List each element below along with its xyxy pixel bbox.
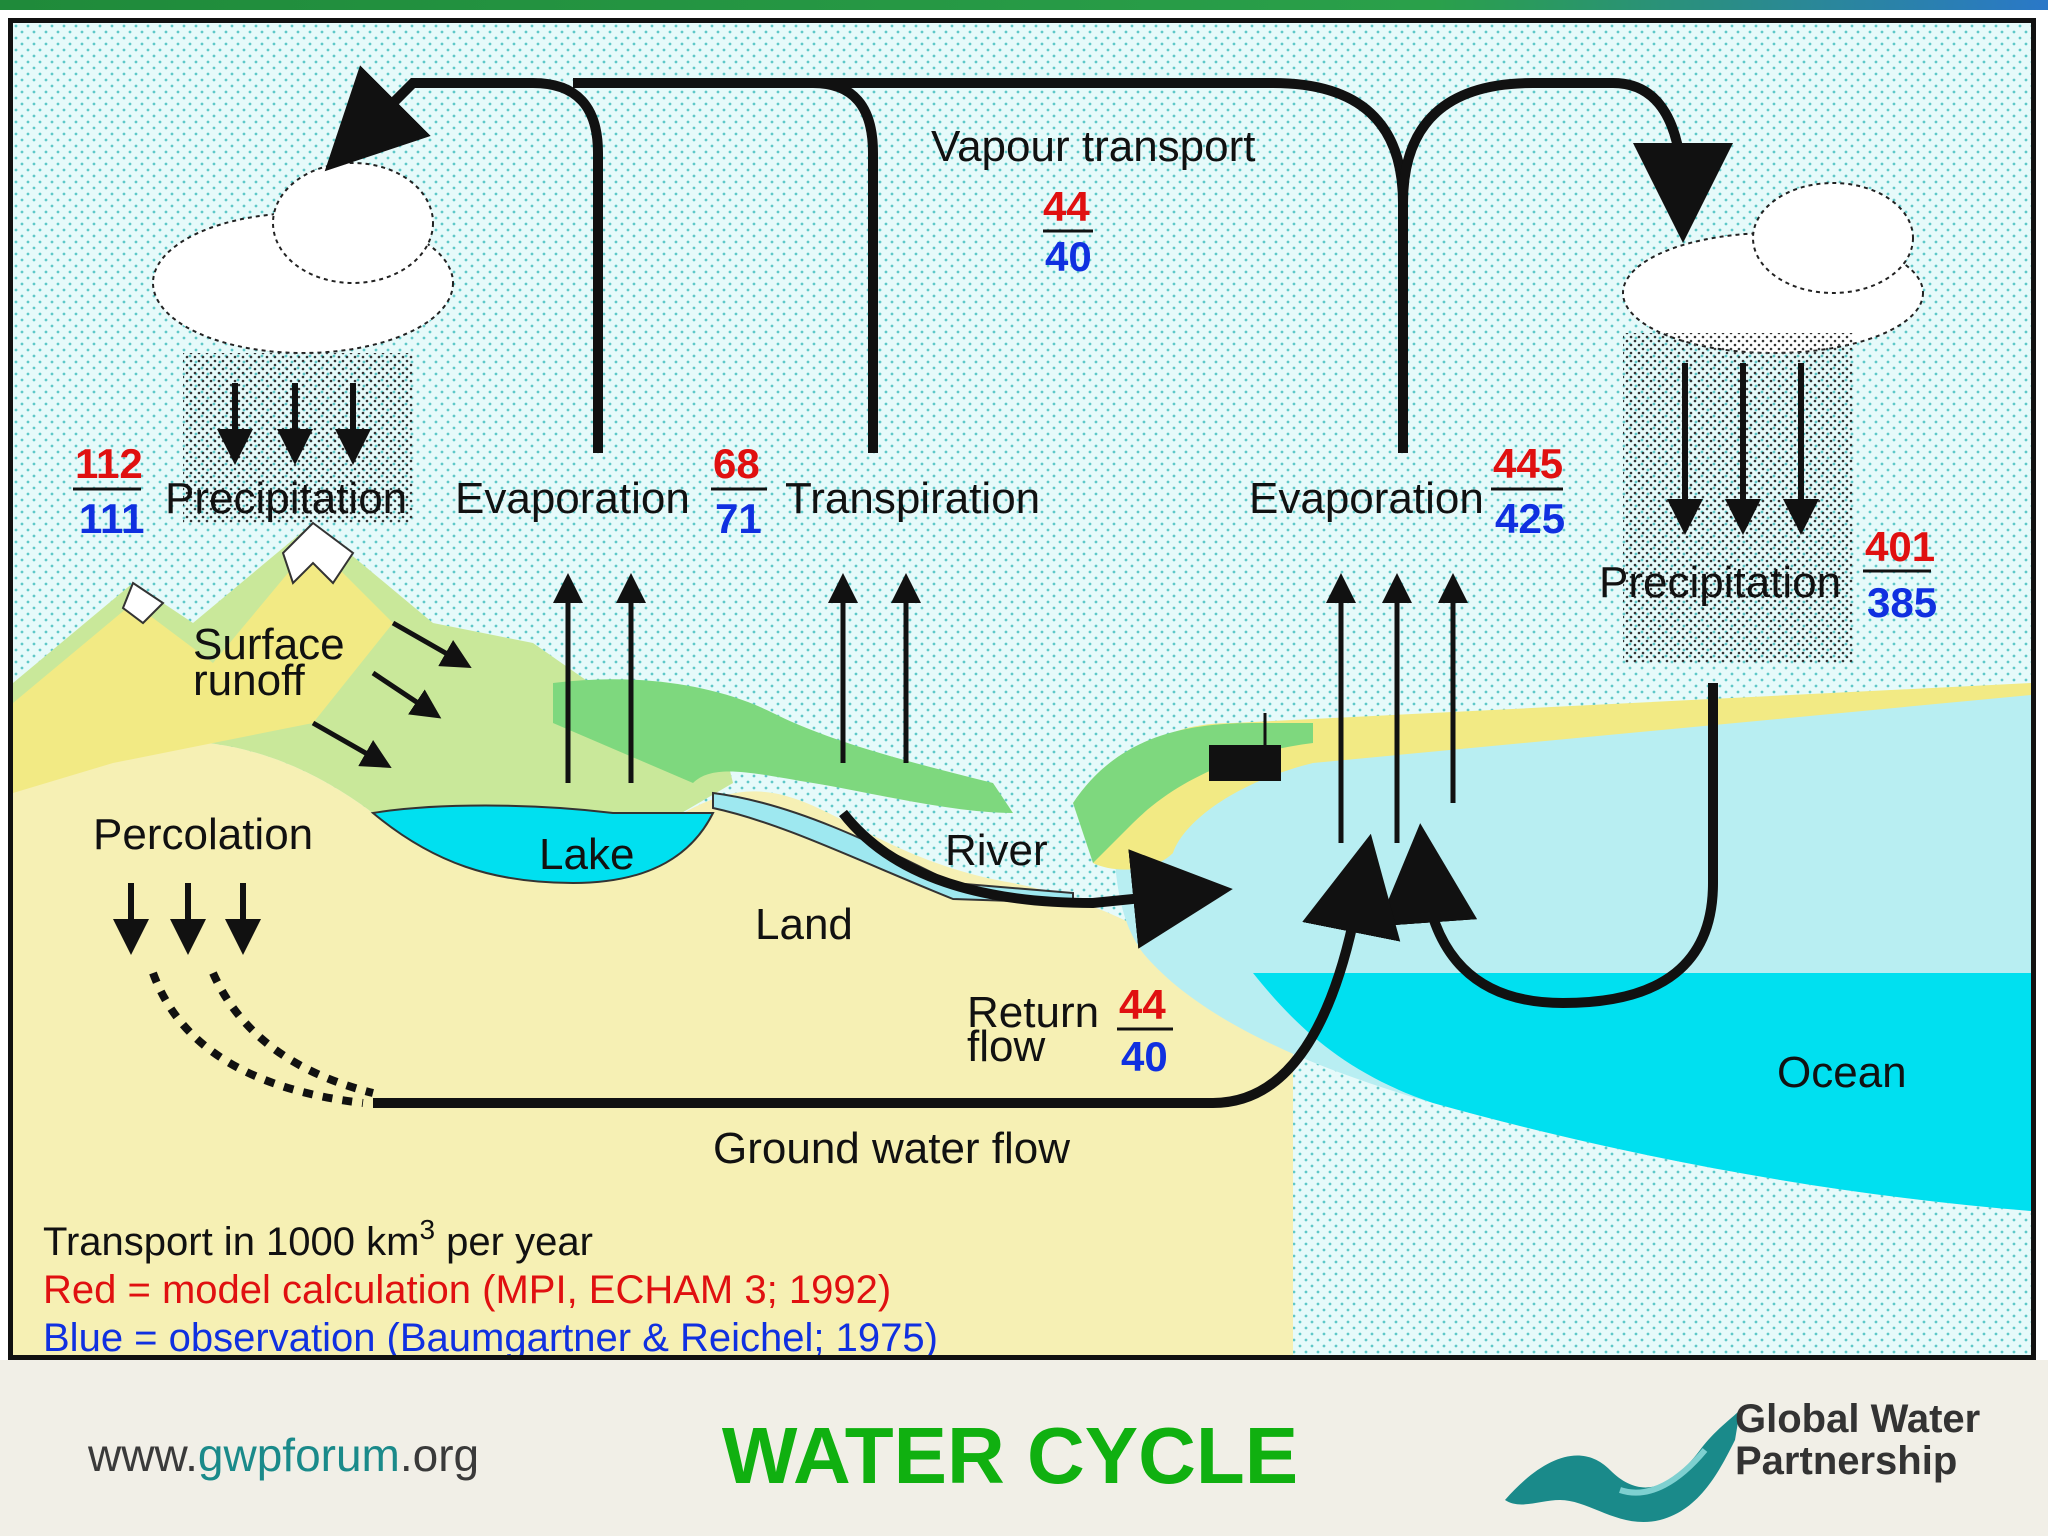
label-river: River bbox=[945, 826, 1048, 875]
label-return-flow-1: Return bbox=[967, 988, 1099, 1037]
label-vapour-transport: Vapour transport bbox=[931, 122, 1255, 171]
label-surface-runoff-1: Surface bbox=[193, 620, 345, 669]
ocean-deep bbox=[1253, 973, 2031, 1211]
water-cycle-diagram: Vapour transport 44 40 112 111 Precipita… bbox=[8, 18, 2036, 1360]
runoff-arrows bbox=[311, 620, 472, 768]
vapour-model-value: 44 bbox=[1043, 183, 1090, 230]
vapour-observed-value: 40 bbox=[1045, 233, 1092, 280]
cloud-land bbox=[152, 162, 454, 354]
slide-title: WATER CYCLE bbox=[721, 1411, 1299, 1500]
label-percolation: Percolation bbox=[93, 810, 313, 859]
percolation-dashed-2 bbox=[209, 971, 374, 1097]
vegetation-land bbox=[553, 679, 1013, 813]
legend-red: Red = model calculation (MPI, ECHAM 3; 1… bbox=[43, 1268, 891, 1312]
return-flow-model-value: 44 bbox=[1119, 981, 1166, 1028]
label-ocean: Ocean bbox=[1777, 1048, 1907, 1097]
vapour-arrow-right bbox=[1398, 78, 1733, 243]
snowcap-1 bbox=[281, 521, 355, 585]
rain-ocean bbox=[1623, 333, 1853, 663]
website-url[interactable]: www.gwpforum.org bbox=[88, 1429, 480, 1481]
precip-arrows-ocean bbox=[1667, 363, 1819, 535]
vapour-arrow-left bbox=[324, 65, 603, 453]
precip-arrows-land bbox=[217, 383, 371, 465]
evap-ocean-observed-value: 425 bbox=[1495, 495, 1565, 542]
vegetation-coast bbox=[1073, 723, 1313, 863]
label-return-flow-2: flow bbox=[967, 1022, 1045, 1071]
label-precipitation-ocean: Precipitation bbox=[1599, 558, 1841, 607]
label-surface-runoff-2: runoff bbox=[193, 656, 305, 705]
transp-arrows bbox=[828, 573, 921, 763]
ground-water-arrow bbox=[373, 833, 1401, 1108]
gwp-logo bbox=[1505, 1410, 1740, 1523]
mountain bbox=[13, 523, 733, 872]
precip-land-model-value: 112 bbox=[75, 440, 143, 487]
ocean-loop-arrow bbox=[1377, 683, 1718, 1009]
label-land: Land bbox=[755, 900, 853, 949]
evap-ocean-model-value: 445 bbox=[1493, 440, 1563, 487]
label-ground-water-flow: Ground water flow bbox=[713, 1124, 1070, 1173]
river-flow-arrow bbox=[839, 809, 1233, 949]
percolation-dashed bbox=[149, 971, 364, 1107]
precip-land-observed-value: 111 bbox=[79, 495, 144, 542]
legend-blue: Blue = observation (Baumgartner & Reiche… bbox=[43, 1316, 938, 1355]
evap-arrows-land bbox=[553, 573, 646, 783]
label-evaporation-land: Evaporation bbox=[455, 474, 690, 523]
house bbox=[1209, 745, 1281, 781]
lake bbox=[370, 804, 715, 885]
label-evaporation-ocean: Evaporation bbox=[1249, 474, 1484, 523]
precip-ocean-observed-value: 385 bbox=[1867, 579, 1937, 626]
cloud-ocean bbox=[1622, 182, 1924, 354]
evapotransp-model-value: 68 bbox=[713, 440, 760, 487]
mountain-yellow bbox=[13, 543, 393, 793]
label-transpiration: Transpiration bbox=[785, 474, 1040, 523]
beach bbox=[1093, 683, 2031, 870]
precip-ocean-model-value: 401 bbox=[1865, 523, 1935, 570]
legend-units: Transport in 1000 km3 per year bbox=[43, 1214, 593, 1264]
label-precipitation-land: Precipitation bbox=[165, 474, 407, 523]
snowcap-2 bbox=[121, 581, 165, 625]
footer-bar: www.gwpforum.org WATER CYCLE Global Wate… bbox=[0, 1360, 2048, 1536]
top-color-bar bbox=[0, 0, 2048, 10]
label-lake: Lake bbox=[539, 830, 634, 879]
percolation-arrows bbox=[113, 883, 261, 955]
return-flow-observed-value: 40 bbox=[1121, 1033, 1168, 1080]
evapotransp-observed-value: 71 bbox=[715, 495, 762, 542]
evap-arrows-ocean bbox=[1326, 573, 1468, 843]
